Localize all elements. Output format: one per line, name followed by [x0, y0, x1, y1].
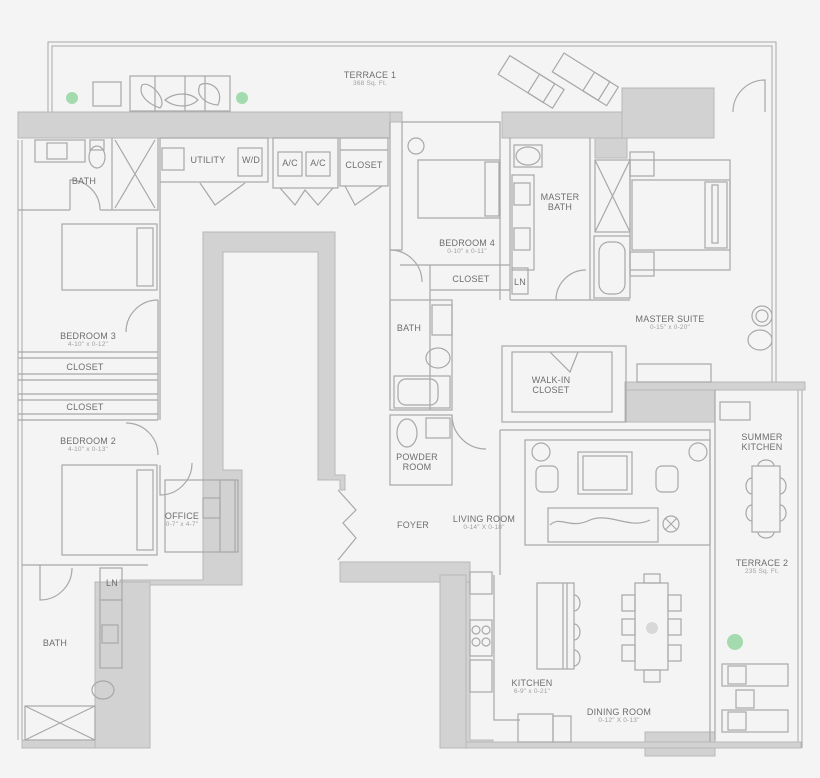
label-master-bath: MASTER BATH [540, 192, 580, 212]
label-ac-2: A/C [310, 158, 326, 168]
label-closet-bedroom4: CLOSET [452, 274, 490, 284]
terrace1-railing [47, 41, 777, 390]
label-utility: UTILITY [190, 155, 226, 165]
label-bath-top-left: BATH [71, 176, 97, 186]
label-bedroom4: BEDROOM 4 0-10" x 0-11" [439, 238, 495, 255]
plants [66, 92, 743, 650]
label-walk-in-closet: WALK-IN CLOSET [531, 375, 571, 395]
label-powder-room: POWDER ROOM [396, 452, 438, 472]
label-bath-mid: BATH [396, 323, 422, 333]
label-ln-master: LN [514, 277, 526, 287]
label-foyer: FOYER [396, 520, 430, 530]
label-closet-1: CLOSET [66, 362, 104, 372]
label-wd: W/D [241, 155, 261, 165]
label-ln-bottom: LN [106, 578, 118, 588]
label-ac-1: A/C [282, 158, 298, 168]
label-bedroom3: BEDROOM 3 4-10" x 0-12" [60, 331, 116, 348]
label-living-room: LIVING ROOM 0-14" X 0-18" [452, 514, 516, 531]
label-bedroom2: BEDROOM 2 4-10" x 0-13" [60, 436, 116, 453]
partitions [18, 52, 789, 743]
label-summer-kitchen: SUMMER KITCHEN [741, 432, 783, 452]
label-kitchen: KITCHEN 6-9" x 0-21" [511, 678, 553, 695]
label-terrace2: TERRACE 2 235 Sq. Ft. [735, 558, 789, 575]
walls [17, 87, 806, 757]
label-office: OFFICE 0-7" x 4-7" [164, 511, 200, 528]
label-terrace1: TERRACE 1 368 Sq. Ft. [343, 70, 397, 87]
terrace2-railing [797, 390, 803, 748]
label-dining-room: DINING ROOM 0-12" X 0-13" [586, 707, 652, 724]
label-bath-bottom: BATH [42, 638, 68, 648]
label-closet-2: CLOSET [66, 402, 104, 412]
label-closet-top: CLOSET [345, 160, 383, 170]
label-master-suite: MASTER SUITE 0-15" x 0-20" [635, 314, 705, 331]
